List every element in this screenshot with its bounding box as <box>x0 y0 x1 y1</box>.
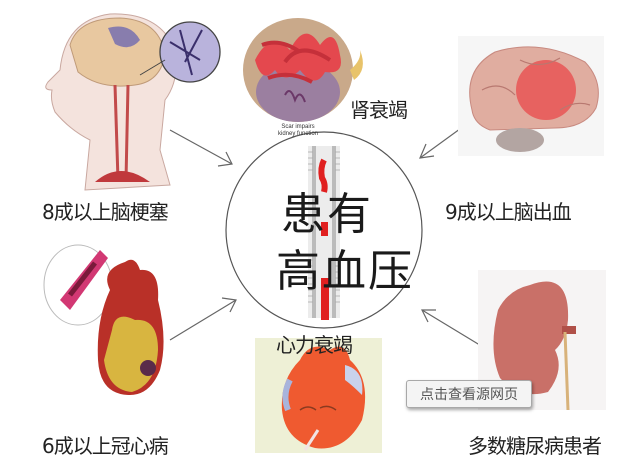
thermometer-icon <box>308 146 340 320</box>
label-cerebral-infarction: 8成以上脑梗塞 <box>42 200 169 224</box>
arrow-from-brain-infarct-icon <box>169 129 233 167</box>
center-title-line2: 高血压 <box>276 246 414 297</box>
label-coronary-heart-disease: 6成以上冠心病 <box>42 434 169 458</box>
label-diabetes: 多数糖尿病患者 <box>468 434 602 458</box>
nephron-caption-line2: kidney function <box>278 131 318 137</box>
heart-failure-illustration <box>255 338 382 453</box>
nephron-illustration <box>243 18 363 122</box>
label-heart-failure: 心力衰竭 <box>276 333 353 357</box>
view-source-page-button[interactable]: 点击查看源网页 <box>406 380 532 408</box>
arrow-from-heart-icon <box>169 297 237 341</box>
label-cerebral-hemorrhage: 9成以上脑出血 <box>445 200 572 224</box>
coronary-heart-illustration <box>43 244 164 395</box>
center-title-line1: 患有 <box>281 189 373 240</box>
brain-hemorrhage-illustration <box>458 36 604 156</box>
head-brain-illustration <box>45 13 221 191</box>
arrow-from-kidney-icon <box>421 309 489 351</box>
nephron-caption-line1: Scar impairs <box>281 124 314 130</box>
center-circle <box>225 131 423 329</box>
label-kidney-failure: 肾衰竭 <box>350 98 408 122</box>
